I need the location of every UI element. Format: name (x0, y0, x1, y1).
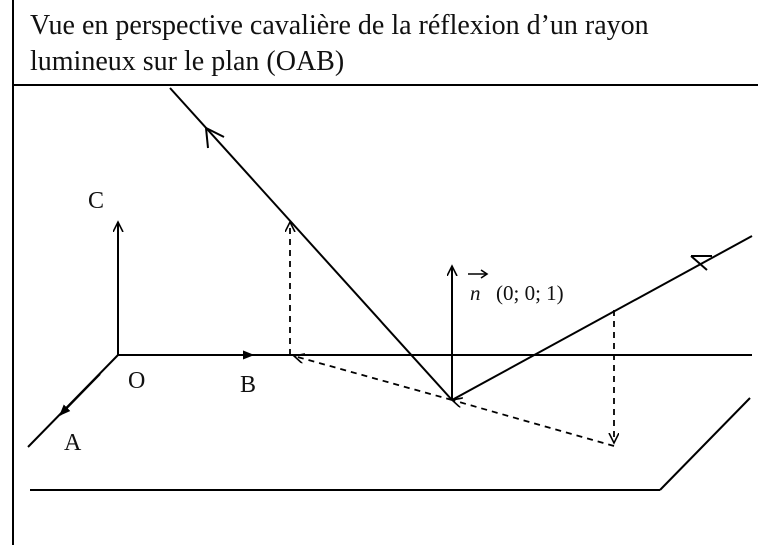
n-coords: (0; 0; 1) (496, 281, 564, 305)
label-a: A (64, 430, 82, 456)
title-line-2: lumineux sur le plan (OAB) (30, 46, 345, 77)
n-vector-symbol: n (470, 281, 481, 305)
title-box (12, 0, 758, 86)
label-b: B (240, 372, 256, 398)
axes (27, 222, 253, 448)
title-line-1: Vue en perspective cavalière de la réfle… (30, 10, 649, 41)
incident-ray (451, 235, 753, 401)
plane-right-edge (659, 397, 751, 491)
incident-ray-arrowhead (690, 255, 712, 271)
reflected-ray-line (169, 87, 453, 401)
figure-title: Vue en perspective cavalière de la réfle… (30, 8, 755, 80)
reflected-ray-arrowhead (205, 127, 225, 149)
left-border (12, 86, 14, 545)
normal-vector-label: n (0; 0; 1) (468, 269, 564, 305)
label-c: C (88, 188, 104, 214)
reflected-ray (169, 87, 453, 401)
reflected-projection-line (294, 356, 453, 401)
axis-oa-arrow (60, 373, 101, 415)
incident-ray-line (451, 235, 753, 401)
label-o: O (128, 368, 145, 394)
n-vector-overarrow-head (480, 269, 489, 279)
incident-projection-line (452, 400, 615, 447)
projections (290, 222, 615, 447)
